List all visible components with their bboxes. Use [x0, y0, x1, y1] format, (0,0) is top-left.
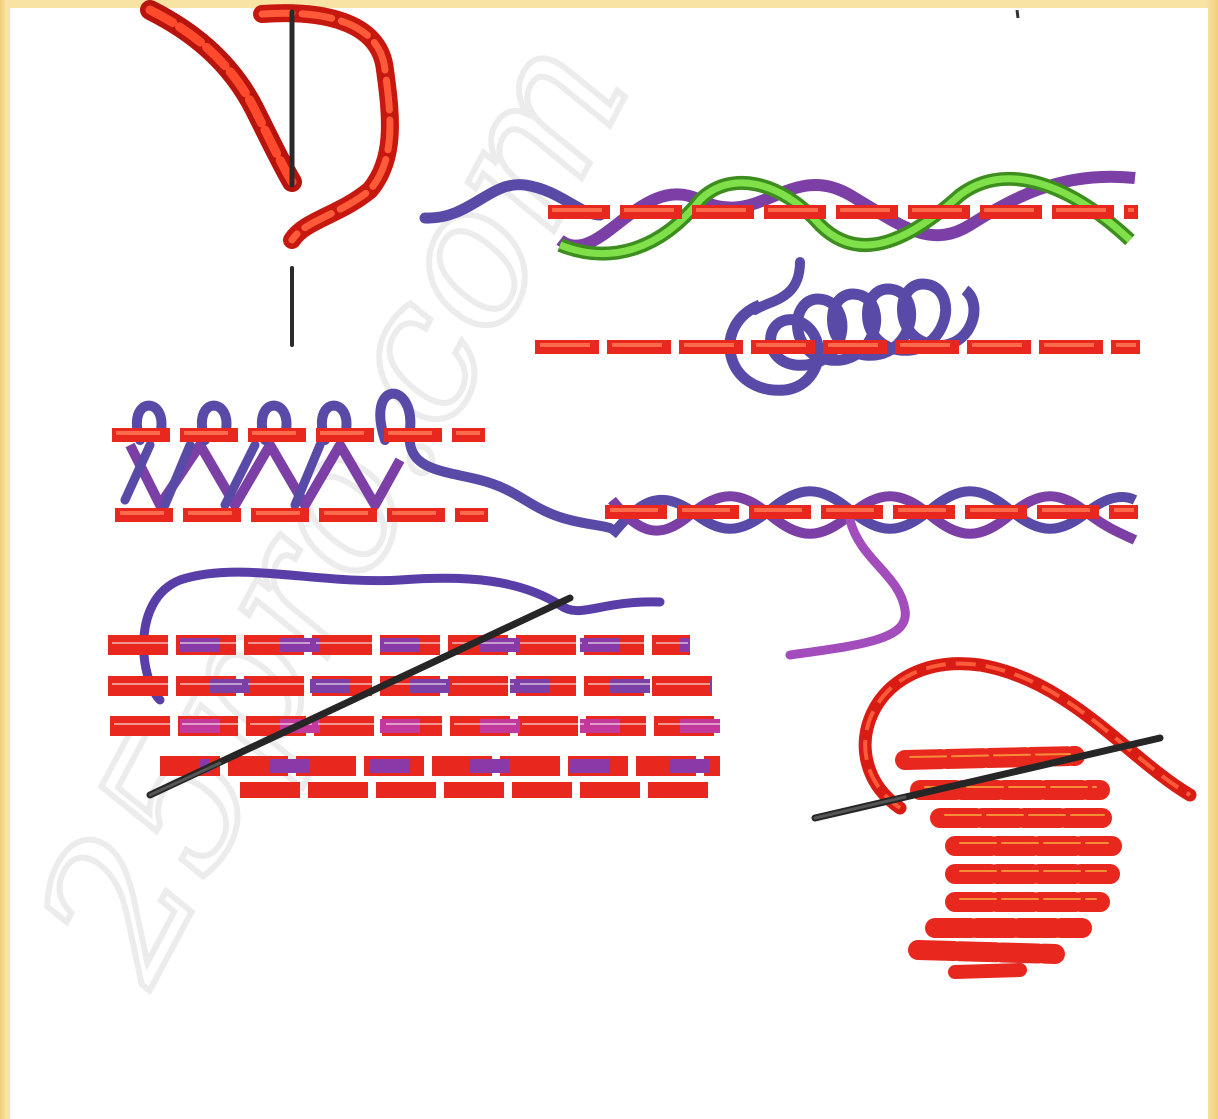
threaded-running-stitch — [605, 491, 1138, 655]
looped-running-stitch — [535, 262, 1140, 390]
satin-stitch-crescent — [815, 664, 1190, 972]
watermark-text: 25pro.com — [0, 1, 672, 1012]
watermark: 25pro.com — [0, 1, 672, 1012]
